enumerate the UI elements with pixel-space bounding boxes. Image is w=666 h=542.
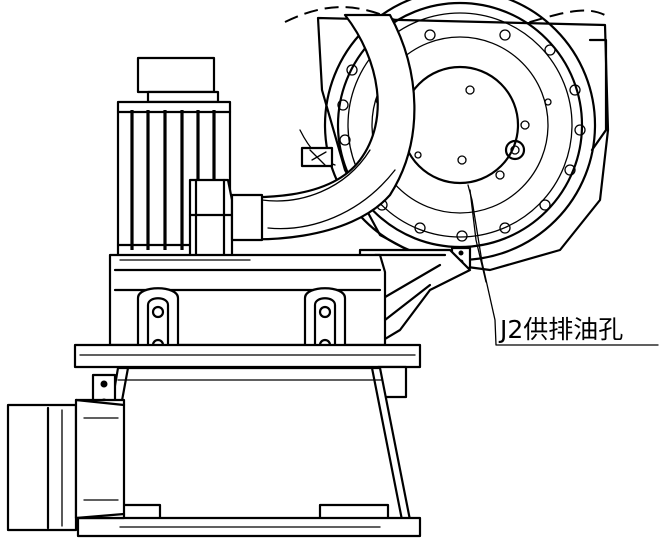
callout-label-j2-oil-port: J2供排油孔 bbox=[498, 315, 623, 344]
hose-connector bbox=[188, 178, 264, 262]
j1-motor bbox=[6, 398, 126, 532]
base-pedestal bbox=[76, 366, 422, 538]
callout-leader-ext bbox=[469, 189, 487, 283]
cable-hose bbox=[203, 13, 416, 241]
